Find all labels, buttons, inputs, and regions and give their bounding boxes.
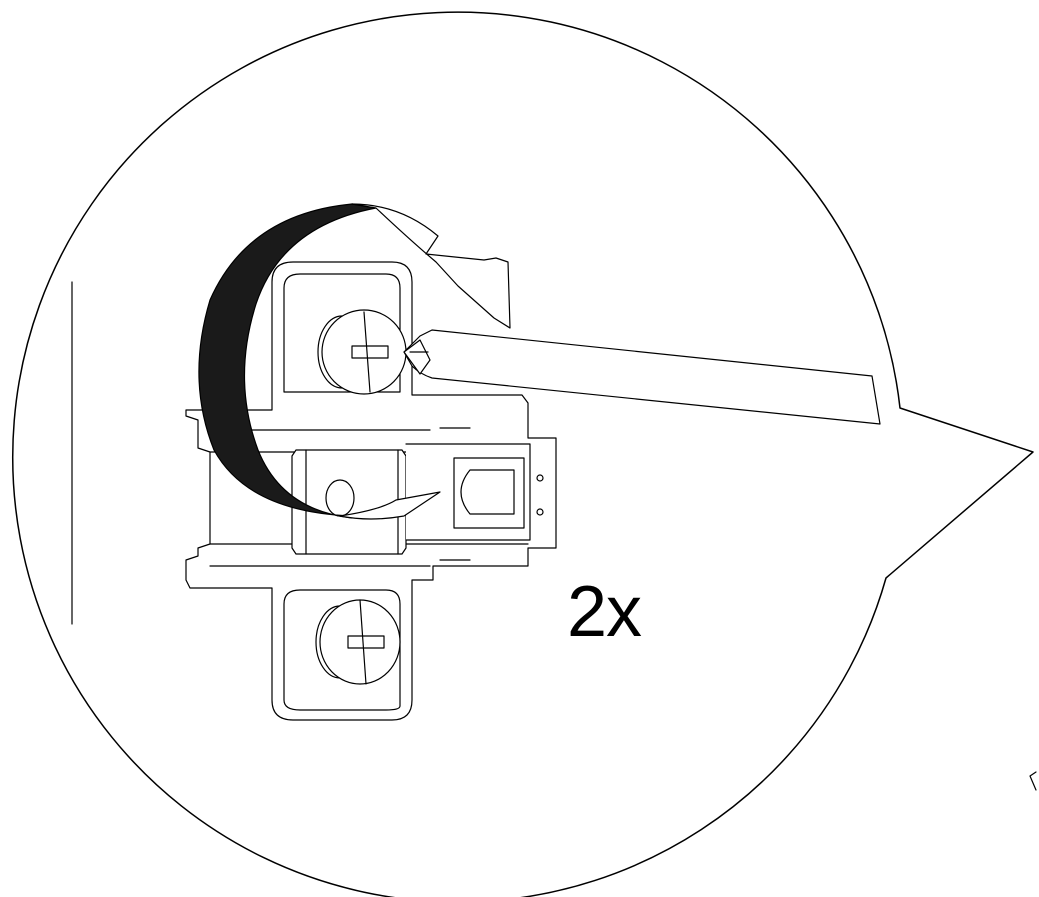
edge-mark bbox=[1029, 771, 1037, 791]
rotation-arrow-icon bbox=[198, 203, 511, 520]
screw-head-icon bbox=[315, 599, 401, 685]
screwdriver-icon bbox=[403, 329, 881, 425]
mounting-plate bbox=[185, 261, 557, 721]
screw-head-icon bbox=[317, 309, 407, 395]
repeat-count-label: 2x bbox=[567, 572, 642, 652]
